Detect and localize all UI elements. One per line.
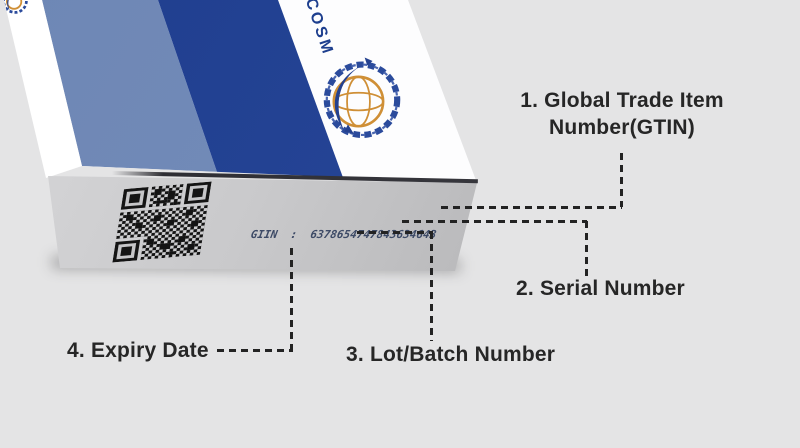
panel-row-gtin: GIIN : 6378654747843634643	[249, 227, 438, 241]
serial-connector-line-v	[585, 221, 588, 277]
lot-connector-line-h	[357, 231, 433, 234]
gtin-connector-line-h	[441, 206, 622, 209]
expiry-callout-label: 4. Expiry Date	[67, 339, 209, 362]
chain-globe-logo-icon	[323, 57, 401, 139]
lot-callout-label: 3. Lot/Batch Number	[346, 343, 556, 366]
qr-code-icon	[112, 181, 212, 263]
corner-logo-icon	[4, 0, 28, 14]
gtin-callout-line2: Number(GTIN)	[549, 116, 695, 139]
serial-connector-line-h	[402, 220, 587, 223]
gtin-callout-line1: 1. Global Trade Item	[520, 89, 724, 112]
lot-connector-line-v	[430, 232, 433, 341]
gtin-callout-label: 1. Global Trade Item Number(GTIN)	[505, 87, 739, 141]
serial-callout-label: 2. Serial Number	[516, 277, 685, 300]
brand-text: COSM	[301, 0, 337, 59]
gtin-connector-line-v	[620, 153, 623, 207]
panel-row-lot: LOT: (10)564745	[215, 310, 324, 324]
expiry-connector-line-h	[217, 349, 293, 352]
expiry-connector-line-v	[290, 248, 293, 351]
